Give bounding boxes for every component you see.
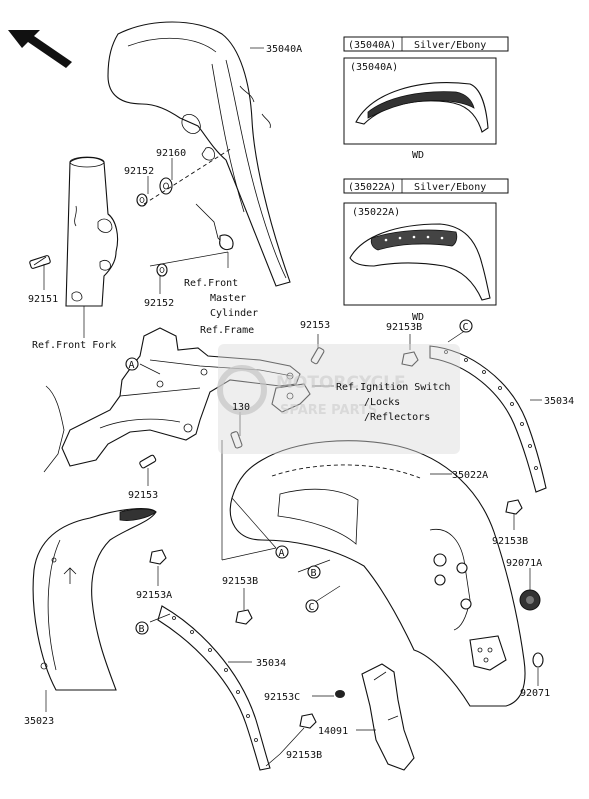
label-130: 130 xyxy=(232,402,250,413)
variant-box-2-color: Silver/Ebony xyxy=(414,182,486,193)
bolt-92153B-right xyxy=(505,499,523,515)
spacer-92160 xyxy=(159,177,173,195)
frame xyxy=(43,327,301,473)
variant-box-1-code: (35040A) xyxy=(348,40,396,51)
direction-arrow-icon xyxy=(8,30,72,68)
brake-hose-clamp xyxy=(195,203,234,251)
label-ref-ignition-1: Ref.Ignition Switch xyxy=(336,382,450,393)
label-92153-top: 92153 xyxy=(300,320,330,331)
label-35034-bottom: 35034 xyxy=(256,658,286,669)
washer-92152-a xyxy=(136,193,148,207)
label-92153C: 92153C xyxy=(264,692,300,703)
variant-box-1-color: Silver/Ebony xyxy=(414,40,486,51)
variant-box-2-caption: WD xyxy=(412,312,424,323)
label-35023: 35023 xyxy=(24,716,54,727)
callout-A-frame: A xyxy=(129,360,135,371)
cushion-92071 xyxy=(532,652,544,668)
callout-C-bracket: C xyxy=(463,322,469,333)
label-92071: 92071 xyxy=(520,688,550,699)
variant-box-2: (35022A) Silver/Ebony (35022A) WD xyxy=(343,178,509,323)
rear-fender-35022A xyxy=(229,440,526,707)
bolt-92151 xyxy=(29,255,51,269)
bolt-130 xyxy=(230,431,243,449)
bracket-14091 xyxy=(361,663,415,771)
front-fork xyxy=(65,156,119,307)
label-14091: 14091 xyxy=(318,726,348,737)
label-92153B-bottom: 92153B xyxy=(286,750,322,761)
label-92152-a: 92152 xyxy=(124,166,154,177)
label-ref-master-1: Ref.Front xyxy=(184,278,238,289)
watermark-line-2: SPARE PARTS xyxy=(280,403,377,418)
bolt-92153B-mid xyxy=(235,609,253,625)
label-ref-master-3: Cylinder xyxy=(210,308,258,319)
variant-box-1: (35040A) Silver/Ebony (35040A) WD xyxy=(343,36,509,161)
bolt-92153-left xyxy=(139,454,157,469)
grommet-92071A xyxy=(519,589,541,611)
ignition-switch-bracket xyxy=(271,383,311,413)
watermark-line-1: MOTORCYCLE xyxy=(276,373,406,393)
fender-bracket-35034-right xyxy=(429,345,547,493)
guide-line xyxy=(143,147,233,205)
callout-A-fender: A xyxy=(279,548,285,559)
variant-box-2-inner-code: (35022A) xyxy=(352,207,400,218)
label-92152-b: 92152 xyxy=(144,298,174,309)
label-ref-frame: Ref.Frame xyxy=(200,325,254,336)
bolt-92153B-top xyxy=(401,351,419,367)
label-92153-left: 92153 xyxy=(128,490,158,501)
bolt-92153-top xyxy=(310,347,325,365)
part-labels: 35040A 92160 92152 92151 92152 Ref.Front… xyxy=(24,44,574,761)
front-fender-35040A xyxy=(107,21,291,287)
label-92153A: 92153A xyxy=(136,590,172,601)
label-92151: 92151 xyxy=(28,294,58,305)
label-92160: 92160 xyxy=(156,148,186,159)
label-ref-front-fork: Ref.Front Fork xyxy=(32,340,116,351)
label-92153B-mid: 92153B xyxy=(222,576,258,587)
callout-C-fender: C xyxy=(309,602,315,613)
label-92153B-top: 92153B xyxy=(386,322,422,333)
label-35022A: 35022A xyxy=(452,470,488,481)
callout-B-fender: B xyxy=(311,568,317,579)
washer-92152-b xyxy=(156,263,168,277)
label-ref-master-2: Master xyxy=(210,293,246,304)
bolt-92153B-bottom xyxy=(299,713,317,729)
label-92153B-right: 92153B xyxy=(492,536,528,547)
variant-box-1-caption: WD xyxy=(412,150,424,161)
label-92071A: 92071A xyxy=(506,558,542,569)
fender-bracket-35034-bottom xyxy=(157,605,271,771)
variant-box-1-inner-code: (35040A) xyxy=(350,62,398,73)
label-35040A: 35040A xyxy=(266,44,302,55)
callout-circles: A A B B C C xyxy=(125,319,473,635)
inner-fender-35023 xyxy=(32,508,157,691)
label-ref-ignition-2: /Locks xyxy=(364,397,400,408)
variant-box-2-code: (35022A) xyxy=(348,182,396,193)
watermark: MOTORCYCLE SPARE PARTS xyxy=(217,344,460,454)
label-ref-ignition-3: /Reflectors xyxy=(364,412,430,423)
label-35034-right: 35034 xyxy=(544,396,574,407)
bolt-92153A xyxy=(149,549,167,565)
bolt-92153C xyxy=(335,690,345,698)
callout-B-bracket: B xyxy=(139,624,145,635)
